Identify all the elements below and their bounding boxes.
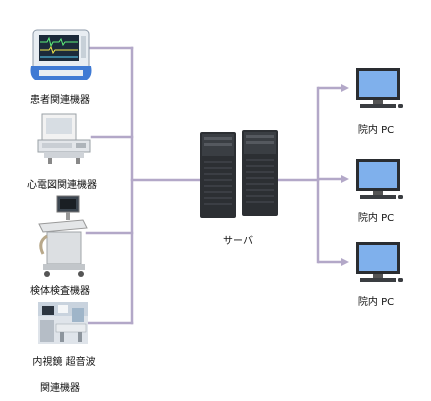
client-pc-node-2 <box>352 157 404 203</box>
ultrasound-cart-icon <box>38 195 88 277</box>
client-label-1: 院内 PC <box>357 125 395 136</box>
desktop-pc-icon <box>356 159 403 199</box>
server-node <box>198 128 280 220</box>
client-pc-node-1 <box>352 66 404 112</box>
server-label: サーバ <box>223 236 253 247</box>
desktop-pc-icon <box>356 242 403 282</box>
ecg-device-node <box>34 112 94 166</box>
device-label-ecg: 心電図関連機器 <box>27 180 97 191</box>
ecg-machine-icon <box>37 113 91 164</box>
client-pc-node-3 <box>352 240 404 286</box>
server-tower-icon <box>200 130 278 218</box>
client-label-2: 院内 PC <box>357 213 395 224</box>
endoscopy-room-icon <box>38 302 88 344</box>
device-label-patient: 患者関連機器 <box>30 95 90 106</box>
desktop-pc-icon <box>356 68 403 108</box>
patient-device-node <box>27 26 95 86</box>
device-label-endoscopy-line2: 関連機器 <box>40 383 80 394</box>
patient-monitor-icon <box>30 29 92 80</box>
client-label-3: 院内 PC <box>357 297 395 308</box>
device-label-lab: 検体検査機器 <box>30 286 90 297</box>
endoscopy-device-node <box>38 302 88 344</box>
device-label-endoscopy-line1: 内視鏡 超音波 <box>32 357 96 368</box>
lab-device-node <box>33 194 93 278</box>
